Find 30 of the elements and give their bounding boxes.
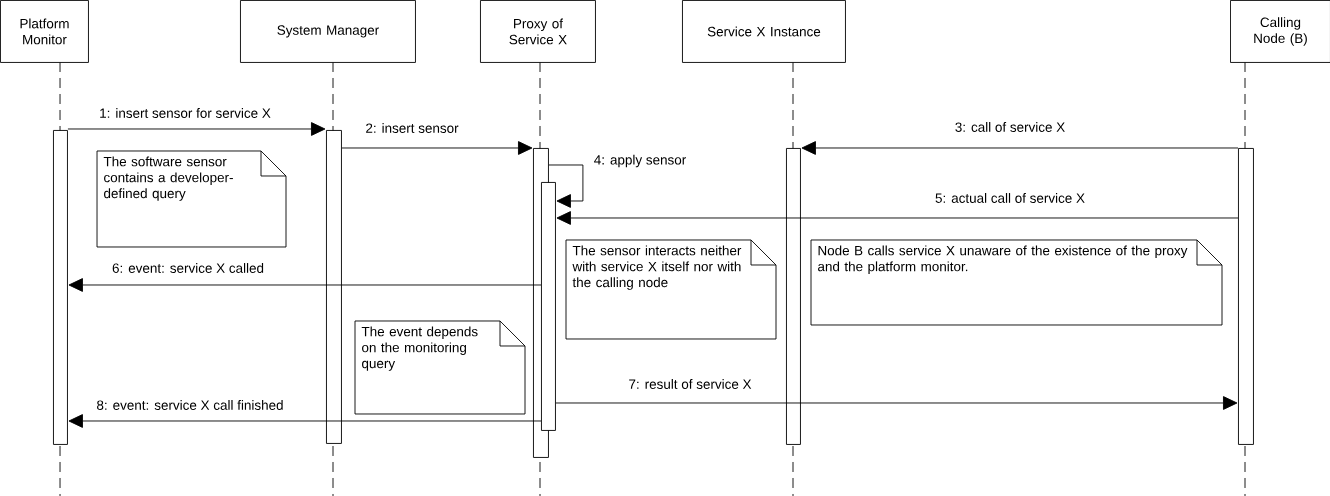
activation-bar [326,130,342,444]
message-arrow [341,141,533,155]
message-arrow [556,211,1239,225]
activation-bar [541,182,556,431]
participant-box: Platform Monitor [0,0,89,63]
activation-bar [1238,148,1254,445]
message-arrow [68,414,542,428]
note: Node B calls service X unaware of the existence of the proxy and the platform monitor. [810,239,1223,326]
participant-box: Service X Instance [682,0,846,63]
edge-label: 6: event: service X called [111,262,265,274]
edge-label: 2: insert sensor [364,122,460,134]
edge-label: 8: event: service X call finished [95,399,285,411]
edge-label: 4: apply sensor [592,153,688,169]
edge-label: 7: result of service X [627,378,753,390]
edge-label: 5: actual call of service X [934,192,1086,204]
message-arrow [555,396,1238,410]
message-arrow [67,122,326,136]
message-arrow [801,141,1239,155]
note: The software sensor contains a developer-defined query [96,150,287,248]
activation-bar [786,148,801,445]
note: The event depends on the monitoring query [354,320,526,415]
edge-label: 3: call of service X [953,121,1067,133]
participant-box: Proxy of Service X [480,0,596,63]
participant-box: System Manager [240,0,416,63]
edge-label: 1: insert sensor for service X [98,107,272,119]
activation-bar [53,130,68,445]
participant-box: Calling Node (B) [1230,0,1330,63]
message-arrow [548,164,584,208]
note: The sensor interacts neither with service X itself nor with the calling node [565,239,777,340]
message-arrow [68,278,542,292]
